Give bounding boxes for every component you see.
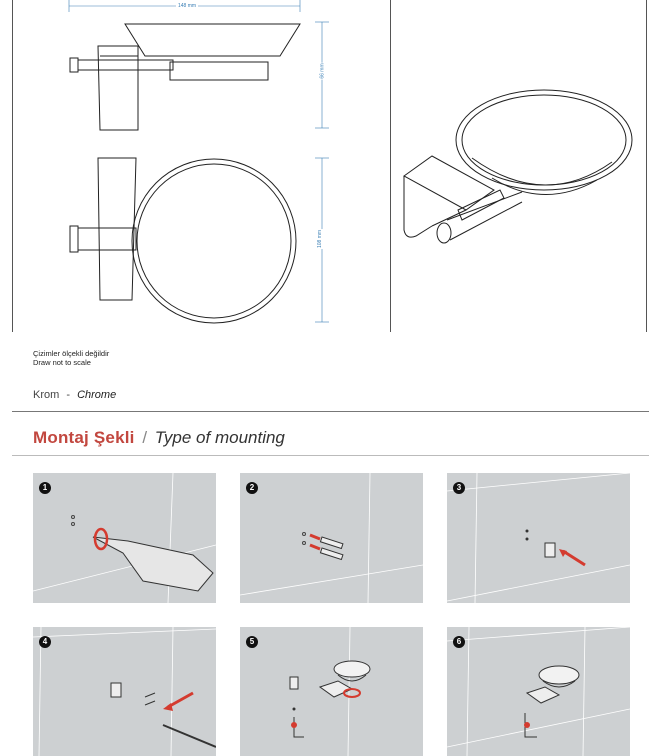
installed-soap-dish-icon xyxy=(447,627,630,756)
finish-tr: Krom xyxy=(33,389,60,401)
step-panel-4: 4 xyxy=(33,627,216,756)
technical-drawing xyxy=(68,0,329,324)
mounting-title-separator: / xyxy=(142,428,148,447)
step-number-badge: 6 xyxy=(453,636,465,648)
step-panel-5: 5 xyxy=(240,627,423,756)
section-divider xyxy=(12,411,649,412)
step-number-badge: 4 xyxy=(39,636,51,648)
frame-left-line xyxy=(12,0,13,332)
frame-middle-line xyxy=(390,0,391,332)
drill-icon xyxy=(33,473,216,603)
finish-en: Chrome xyxy=(77,389,117,401)
title-divider xyxy=(12,455,649,456)
mounting-title: Montaj Şekli / Type of mounting xyxy=(33,428,285,448)
scale-note: Çizimler ölçekli değildir Draw not to sc… xyxy=(33,349,109,367)
scale-note-tr: Çizimler ölçekli değildir xyxy=(33,349,110,358)
wall-plug-icon xyxy=(240,473,423,603)
step-panel-3: 3 xyxy=(447,473,630,603)
mounting-title-en: Type of mounting xyxy=(154,428,285,447)
step-panel-6: 6 xyxy=(447,627,630,756)
step-number-badge: 2 xyxy=(246,482,258,494)
step-number-badge: 1 xyxy=(39,482,51,494)
diameter-dimension: 108 mm xyxy=(317,228,324,250)
soap-dish-icon xyxy=(289,627,371,756)
product-3d-view xyxy=(403,89,633,244)
mounting-title-tr: Montaj Şekli xyxy=(33,428,135,447)
finish-separator: - xyxy=(66,389,71,401)
step-panel-2: 2 xyxy=(240,473,423,603)
screwdriver-icon xyxy=(33,627,216,756)
bracket-icon xyxy=(447,473,630,603)
frame-right-line xyxy=(646,0,647,332)
step-number-badge: 3 xyxy=(453,482,465,494)
width-dimension: 148 mm xyxy=(176,3,199,9)
finish-label: Krom - Chrome xyxy=(33,389,116,401)
scale-note-en: Draw not to scale xyxy=(33,358,91,367)
step-panel-1: 1 xyxy=(33,473,216,603)
height-dimension: 66 mm xyxy=(319,62,326,80)
step-number-badge: 5 xyxy=(246,636,258,648)
